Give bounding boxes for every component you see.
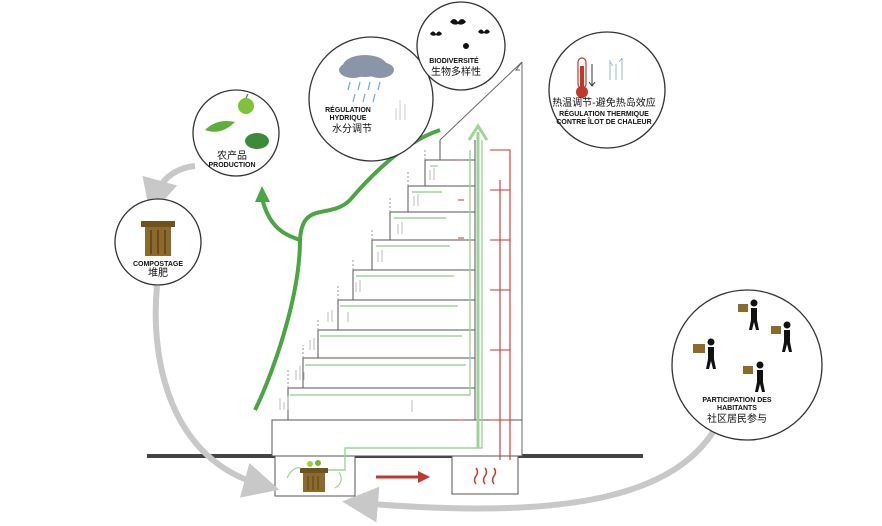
hydrique-zh: 水分调节 <box>332 123 372 135</box>
bubble-regulation-thermique: 热温调节-避免热岛效应 RÉGULATION THERMIQUE CONTRE … <box>548 31 666 149</box>
plant-icon <box>279 168 435 412</box>
building-base <box>271 419 523 457</box>
apple-icon <box>238 93 254 114</box>
participation-fr-1: PARTICIPATION DES <box>702 397 772 404</box>
thermique-fr-2: CONTRE ÎLOT DE CHALEUR <box>556 117 651 126</box>
compostage-zh: 堆肥 <box>148 267 168 279</box>
bubble-compostage: COMPOSTAGE 堆肥 <box>114 198 202 286</box>
compost-bin-icon <box>141 221 175 256</box>
heating-pipes <box>458 149 511 460</box>
production-fr: PRODUCTION <box>208 162 255 169</box>
bubble-participation: PARTICIPATION DES HABITANTS 社区居民参与 <box>671 289 823 441</box>
cycle-arrow-participation-to-box <box>342 418 723 523</box>
cycle-arrow-production-to-compost <box>142 163 196 216</box>
bubble-biodiversite: BIODIVERSITÉ 生物多样性 <box>416 1 506 91</box>
hydrique-fr-2: HYDRIQUE <box>330 115 367 122</box>
compostage-fr: COMPOSTAGE <box>133 261 183 268</box>
biodiversite-fr: BIODIVERSITÉ <box>429 56 479 65</box>
thermique-fr-1: RÉGULATION THERMIQUE <box>559 109 649 118</box>
participation-zh: 社区居民参与 <box>707 412 767 425</box>
production-zh: 农产品 <box>217 149 247 162</box>
thermique-zh: 热温调节-避免热岛效应 <box>552 96 656 109</box>
cycle-arrow-compost-to-box <box>152 285 280 498</box>
cabbage-icon <box>245 133 269 149</box>
compost-bin-icon <box>300 460 328 492</box>
hydrique-fr-1: RÉGULATION <box>325 105 371 114</box>
peas-icon <box>205 121 235 132</box>
bubble-production: 农产品 PRODUCTION <box>192 89 280 177</box>
thermometer-icon <box>576 57 596 98</box>
biodiversite-zh: 生物多样性 <box>431 65 481 78</box>
heat-waves-icon <box>473 467 497 485</box>
person-carrying-box-icon <box>693 299 792 392</box>
participation-fr-2: HABITANTS <box>717 405 757 412</box>
birds-icon <box>430 19 490 49</box>
cloud-rain-icon <box>339 55 394 103</box>
bubble-regulation-hydrique: RÉGULATION HYDRIQUE 水分调节 <box>308 36 434 162</box>
growth-arrow <box>253 128 441 411</box>
